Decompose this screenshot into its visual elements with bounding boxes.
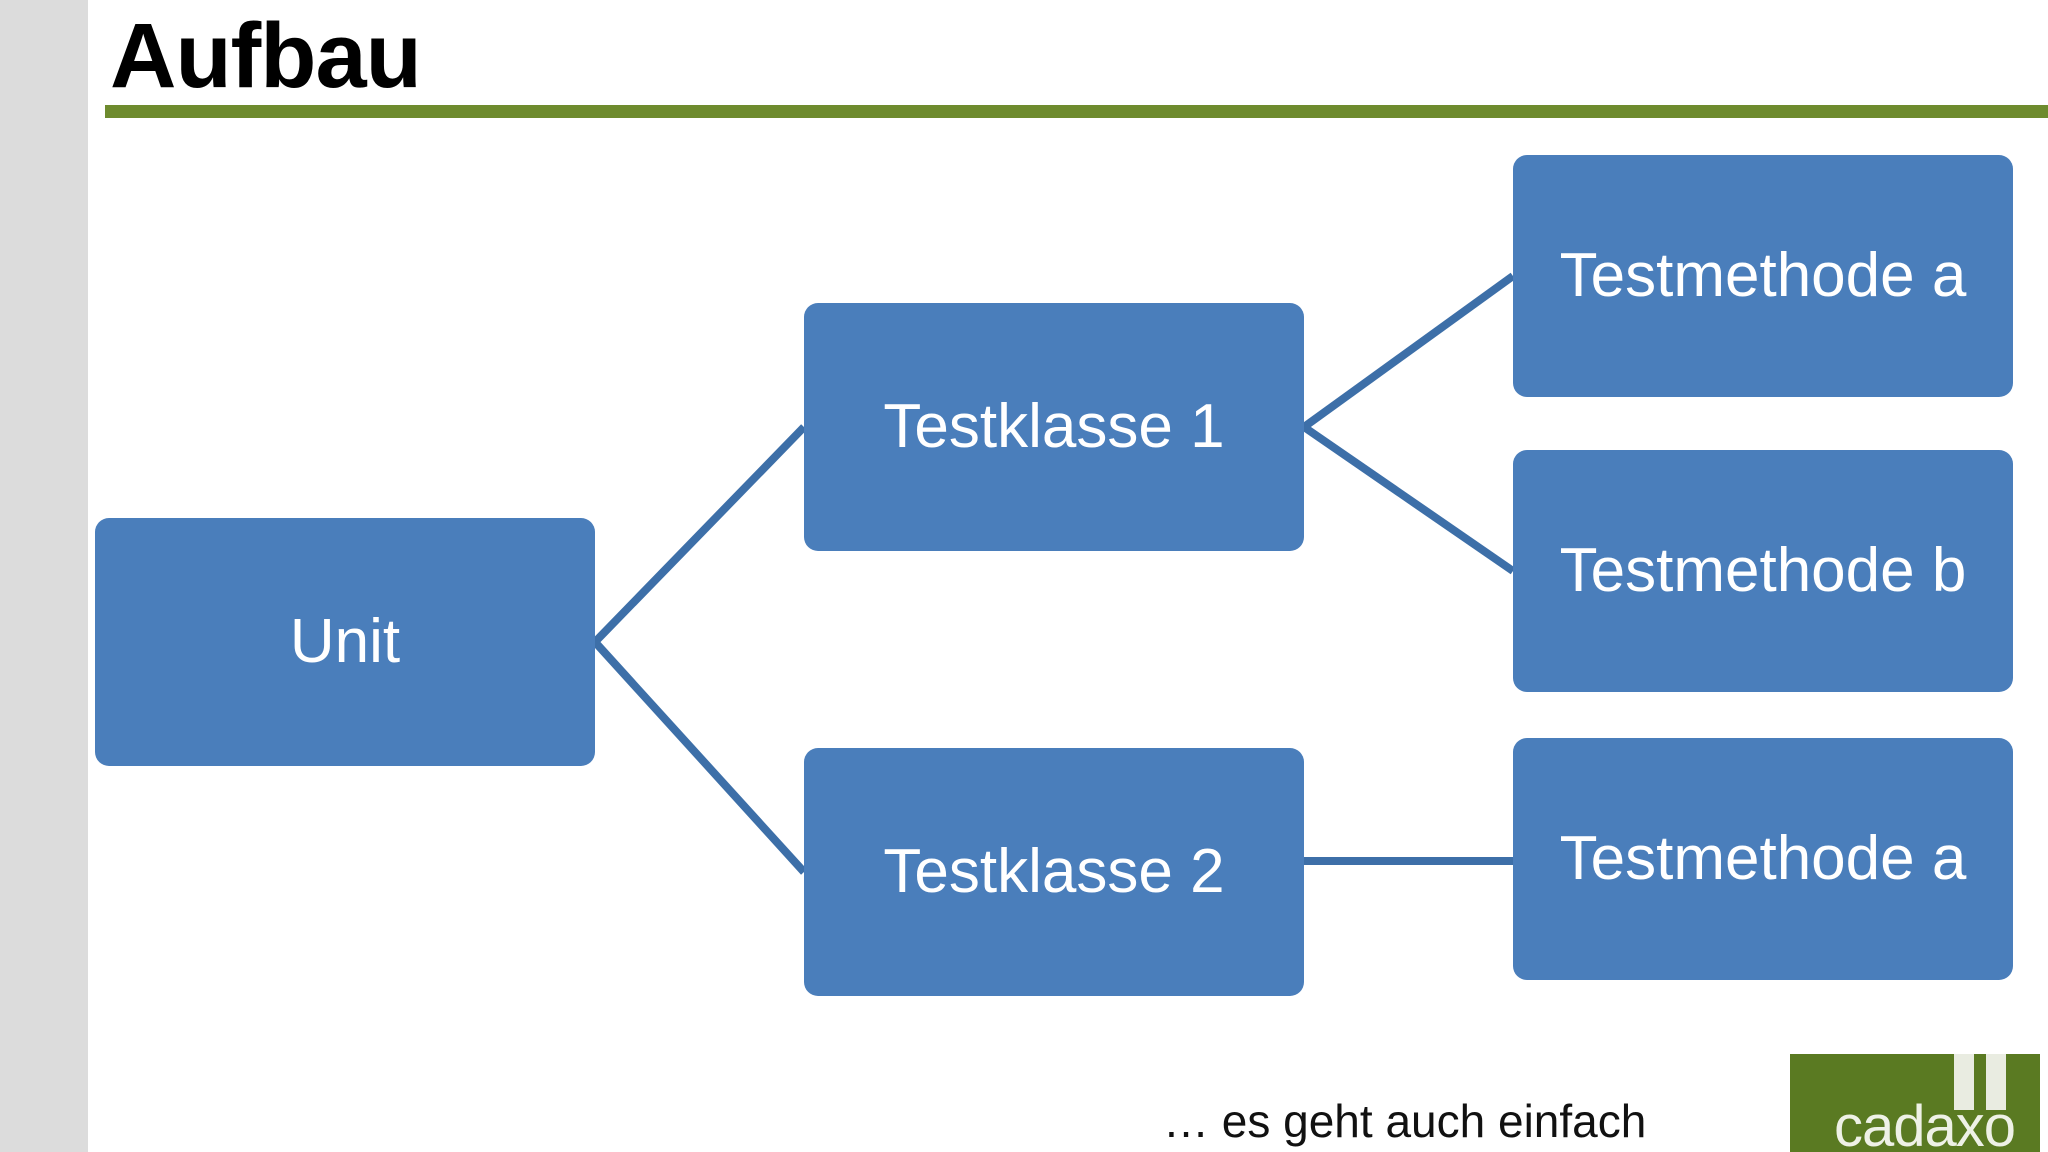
left-decorative-band — [0, 0, 88, 1152]
edge-testklasse1-to-method1a — [1301, 272, 1516, 431]
logo-bar-left — [1954, 1054, 1974, 1110]
node-unit[interactable]: Unit — [95, 518, 595, 766]
node-testmethode-1b-label: Testmethode b — [1559, 536, 1967, 606]
page-title: Aufbau — [110, 5, 422, 107]
node-testklasse2-label: Testklasse 2 — [883, 837, 1225, 907]
node-testmethode-2a[interactable]: Testmethode a — [1513, 738, 2013, 980]
edge-unit-to-testklasse1 — [592, 424, 807, 645]
logo-bar-right — [1986, 1054, 2006, 1110]
node-testklasse1[interactable]: Testklasse 1 — [804, 303, 1304, 551]
edge-unit-to-testklasse2 — [592, 639, 807, 875]
node-testmethode-1a[interactable]: Testmethode a — [1513, 155, 2013, 397]
node-unit-label: Unit — [289, 607, 401, 677]
title-underline-rule — [105, 105, 2048, 118]
node-testmethode-1a-label: Testmethode a — [1559, 241, 1967, 311]
footer-note: … es geht auch einfach — [1163, 1095, 1647, 1147]
cadaxo-logo: cadaxo — [1790, 1054, 2040, 1152]
node-testklasse2[interactable]: Testklasse 2 — [804, 748, 1304, 996]
logo-wordmark: cadaxo — [1834, 1094, 2016, 1152]
node-testmethode-2a-label: Testmethode a — [1559, 824, 1967, 894]
node-testmethode-1b[interactable]: Testmethode b — [1513, 450, 2013, 692]
edge-testklasse1-to-method1b — [1301, 423, 1516, 575]
node-testklasse1-label: Testklasse 1 — [883, 392, 1225, 462]
